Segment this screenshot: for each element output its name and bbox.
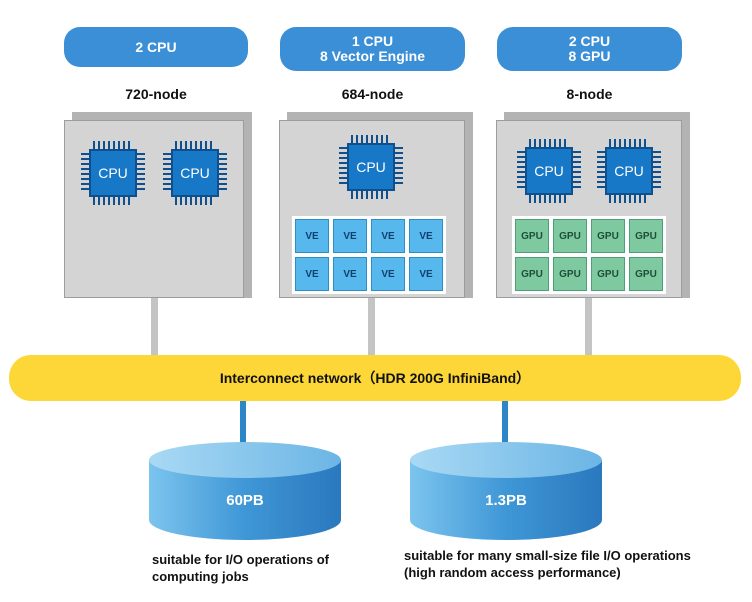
gpu-chip: GPU <box>629 257 663 291</box>
connector-line <box>151 298 158 356</box>
gpu-chip: GPU <box>553 219 587 253</box>
gpu-chip: GPU <box>515 219 549 253</box>
cpu-chip: CPU <box>515 137 583 205</box>
pill-line: 2 CPU <box>135 38 177 55</box>
gpu-grid: GPU GPU GPU GPU GPU GPU GPU GPU <box>512 216 666 294</box>
vector-engine-grid: VE VE VE VE VE VE VE VE <box>292 216 446 294</box>
pill-line: 2 CPU <box>568 33 611 49</box>
gpu-chip: GPU <box>553 257 587 291</box>
ve-chip: VE <box>295 219 329 253</box>
caption-line: suitable for I/O operations of <box>152 552 329 567</box>
cpu-label: CPU <box>356 159 386 175</box>
ve-chip: VE <box>333 219 367 253</box>
storage-connector <box>502 401 508 451</box>
connector-line <box>585 298 592 356</box>
node-card-ve: CPU VE VE VE VE VE VE VE VE <box>279 120 465 298</box>
cpu-label: CPU <box>614 163 644 179</box>
pill-gpu-nodes: 2 CPU 8 GPU <box>497 27 682 71</box>
cpu-label: CPU <box>98 165 128 181</box>
storage-capacity-label: 60PB <box>226 492 264 509</box>
ve-chip: VE <box>333 257 367 291</box>
pill-line: 1 CPU <box>351 33 394 49</box>
node-count-label: 720-node <box>125 86 187 102</box>
cpu-chip: CPU <box>595 137 663 205</box>
node-card-cpu: CPU CPU <box>64 120 244 298</box>
storage-cylinder-1-3pb <box>410 442 602 540</box>
caption-line: computing jobs <box>152 569 249 584</box>
cpu-label: CPU <box>534 163 564 179</box>
gpu-chip: GPU <box>629 219 663 253</box>
pill-line: 8 Vector Engine <box>319 48 426 64</box>
network-label: Interconnect network（HDR 200G InfiniBand… <box>219 370 531 386</box>
ve-chip: VE <box>371 257 405 291</box>
pill-cpu-nodes: 2 CPU <box>64 27 248 67</box>
storage-capacity-label: 1.3PB <box>485 492 527 509</box>
ve-chip: VE <box>409 257 443 291</box>
cpu-chip: CPU <box>161 139 229 207</box>
storage-caption: suitable for I/O operations of computing… <box>152 551 392 585</box>
caption-line: (high random access performance) <box>404 565 621 580</box>
gpu-chip: GPU <box>591 257 625 291</box>
node-count-label: 684-node <box>341 86 404 102</box>
connector-line <box>368 298 375 356</box>
node-card-gpu: CPU CPU GPU GPU GPU GPU GPU GPU GPU GPU <box>496 120 682 298</box>
ve-chip: VE <box>409 219 443 253</box>
pill-ve-nodes: 1 CPU 8 Vector Engine <box>280 27 465 71</box>
cpu-chip: CPU <box>79 139 147 207</box>
gpu-chip: GPU <box>515 257 549 291</box>
gpu-chip: GPU <box>591 219 625 253</box>
pill-line: 8 GPU <box>568 48 611 64</box>
ve-chip: VE <box>371 219 405 253</box>
interconnect-network-bar: Interconnect network（HDR 200G InfiniBand… <box>9 355 741 401</box>
node-count-label: 8-node <box>566 86 613 102</box>
cpu-chip: CPU <box>337 133 405 201</box>
storage-connector <box>240 401 246 451</box>
cpu-label: CPU <box>180 165 210 181</box>
caption-line: suitable for many small-size file I/O op… <box>404 548 691 563</box>
storage-cylinder-60pb <box>149 442 341 540</box>
storage-caption: suitable for many small-size file I/O op… <box>404 547 744 581</box>
ve-chip: VE <box>295 257 329 291</box>
